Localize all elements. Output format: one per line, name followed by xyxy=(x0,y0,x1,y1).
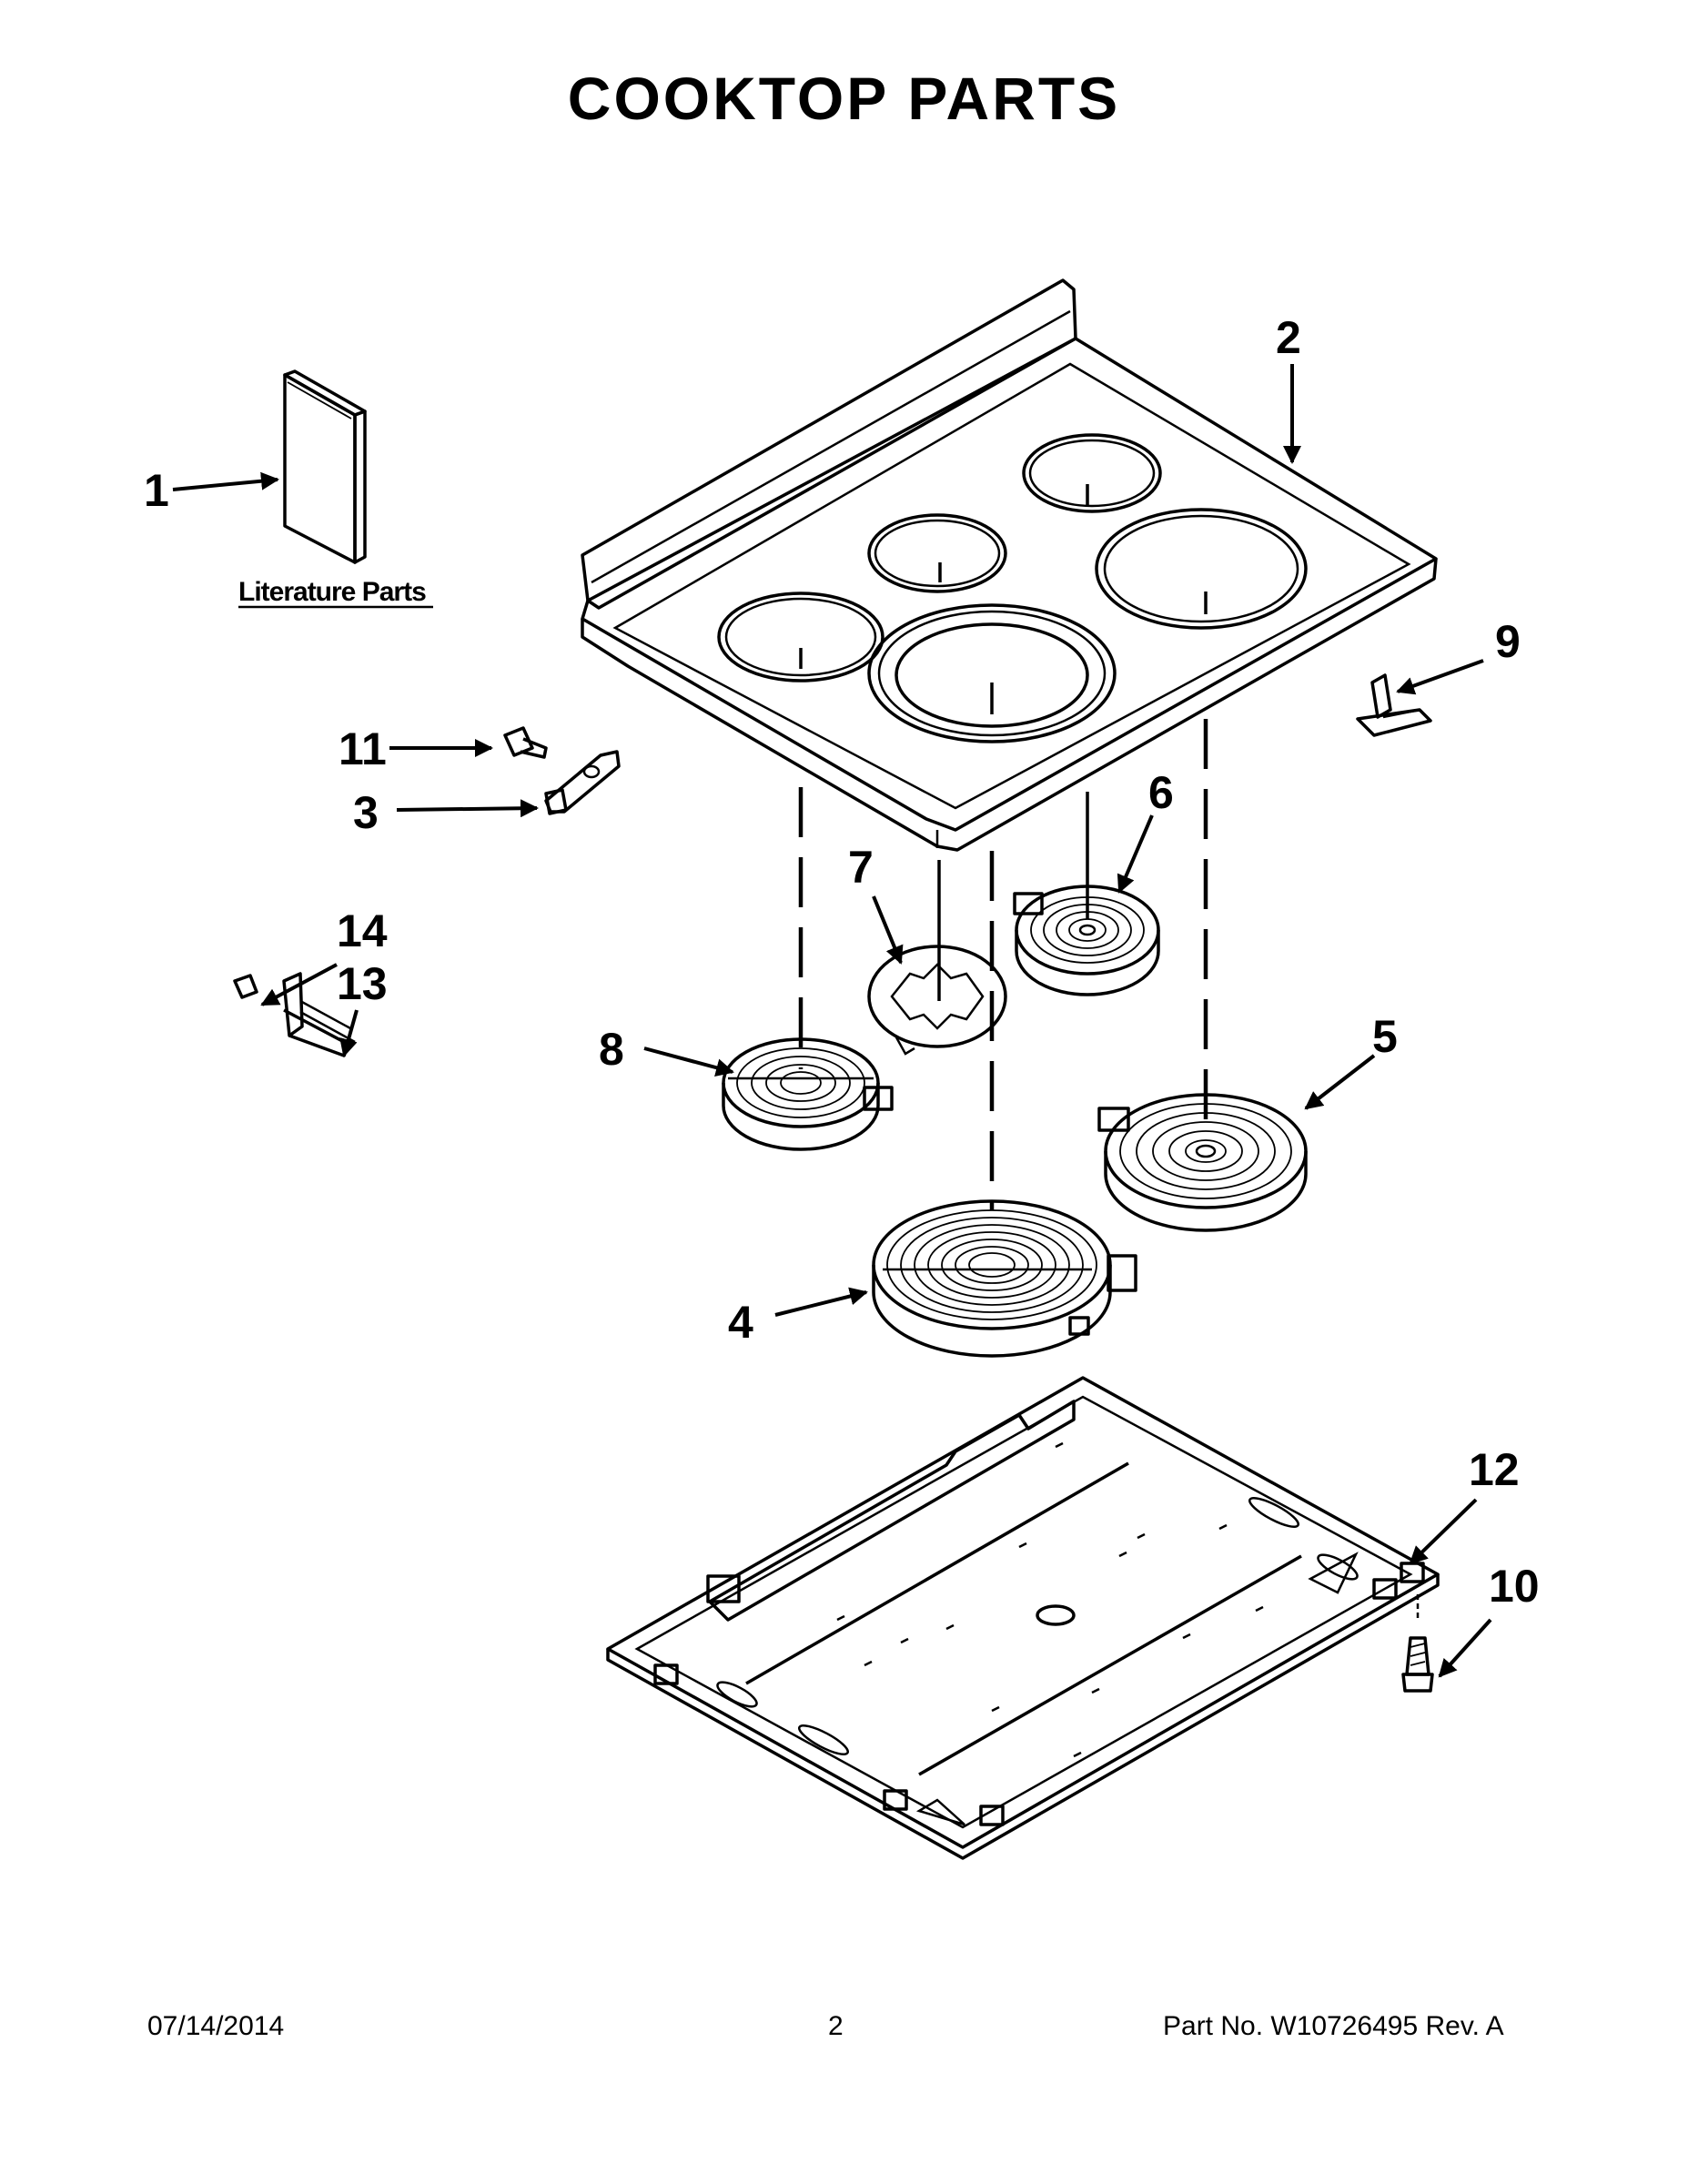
surface-element-large-center xyxy=(872,1199,1137,1358)
surface-element-right-front xyxy=(1097,1093,1308,1232)
cooktop-support-frame xyxy=(606,1376,1440,1860)
clip-bracket xyxy=(1356,673,1432,737)
callout-7: 7 xyxy=(848,842,874,893)
leader-4 xyxy=(774,1287,868,1317)
callout-6: 6 xyxy=(1148,767,1174,818)
leader-8 xyxy=(643,1046,734,1077)
leader-14 xyxy=(260,963,338,1006)
insulator-pad xyxy=(867,945,1007,1056)
callout-4: 4 xyxy=(728,1297,753,1348)
leader-12 xyxy=(1409,1498,1478,1565)
terminal-block-bracket xyxy=(233,972,356,1057)
page-title: COOKTOP PARTS xyxy=(567,65,1121,132)
callout-12: 12 xyxy=(1469,1444,1520,1495)
callout-8: 8 xyxy=(599,1024,624,1075)
surface-element-left-front xyxy=(722,1037,894,1151)
literature-booklet xyxy=(283,369,367,564)
literature-parts-label: Literature Parts xyxy=(238,577,426,607)
footer-part-number: Part No. W10726495 Rev. A xyxy=(1163,2011,1504,2041)
leader-1 xyxy=(172,471,279,491)
leader-10 xyxy=(1438,1618,1492,1678)
callout-9: 9 xyxy=(1495,616,1521,667)
leader-5 xyxy=(1304,1054,1376,1110)
footer-page-number: 2 xyxy=(828,2011,844,2041)
leader-9 xyxy=(1396,659,1484,695)
alignment-lines xyxy=(798,719,1208,1210)
callout-5: 5 xyxy=(1372,1011,1398,1062)
callout-13: 13 xyxy=(337,958,388,1009)
callout-10: 10 xyxy=(1489,1561,1540,1612)
footer-date: 07/14/2014 xyxy=(147,2011,285,2041)
mounting-screw xyxy=(1401,1594,1434,1693)
surface-element-small-rear xyxy=(1013,885,1160,996)
callout-11: 11 xyxy=(339,723,387,774)
leader-3 xyxy=(396,799,539,818)
callout-3: 3 xyxy=(353,787,379,838)
callout-1: 1 xyxy=(144,465,169,516)
callout-2: 2 xyxy=(1276,312,1301,363)
leader-6 xyxy=(1117,814,1154,894)
callout-14: 14 xyxy=(337,905,388,956)
leader-13 xyxy=(339,1009,359,1057)
cooktop-main-top xyxy=(581,278,1438,852)
leader-7 xyxy=(872,895,904,965)
screw-and-mount-bracket xyxy=(503,726,621,815)
